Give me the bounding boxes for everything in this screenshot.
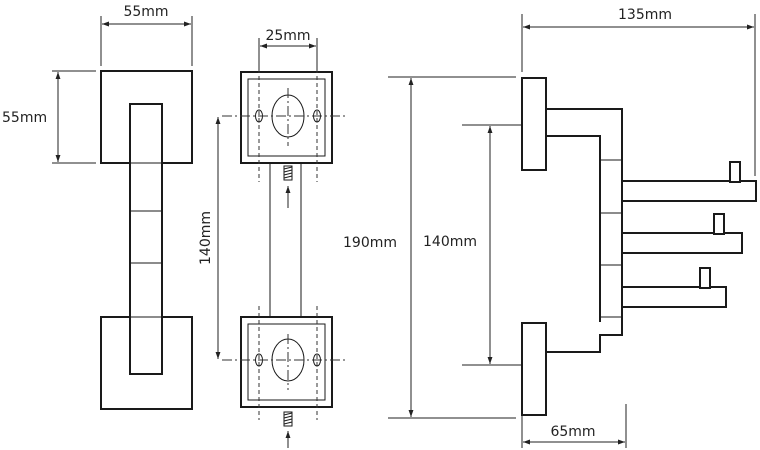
dim-base-depth-label: 65mm [550, 424, 595, 440]
hook-rod-middle [621, 232, 743, 254]
swing-arm-frame-inner [546, 135, 601, 322]
mount-top-plate-inner [247, 78, 326, 157]
front-arm-column [129, 103, 163, 375]
screw-thread [283, 172, 293, 176]
dim-hole-spacing-label: 25mm [265, 28, 310, 44]
mount-bottom-plate [240, 316, 333, 408]
mounting-view: 25mm 140mm [198, 28, 348, 448]
screw-thread [283, 421, 293, 425]
side-top-plate [521, 77, 547, 171]
screw-thread [283, 415, 293, 419]
mount-bottom-plate-inner [247, 323, 326, 401]
hook-pin-middle [713, 213, 725, 235]
dim-front-height-label: 55mm [2, 110, 47, 126]
screw-thread [283, 169, 293, 173]
swing-arm-frame [546, 108, 623, 353]
screw-thread [283, 166, 293, 170]
screw-thread [283, 418, 293, 422]
dim-front-width-label: 55mm [123, 4, 168, 20]
hook-rod-bottom [621, 286, 727, 308]
dim-side-spacing-label: 140mm [423, 234, 477, 250]
hook-pin-bottom [699, 267, 711, 289]
dim-side-depth-label: 135mm [618, 7, 672, 23]
side-view: 190mm 140mm 135mm 65mm [343, 7, 757, 448]
screw-thread [283, 412, 293, 416]
screw-thread [283, 175, 293, 179]
hook-pin-top [729, 161, 741, 183]
dim-total-height-label: 190mm [343, 235, 397, 251]
dim-mount-spacing-label: 140mm [198, 211, 214, 265]
side-bottom-plate [521, 322, 547, 416]
mount-top-plate [240, 71, 333, 164]
hook-rod-top [621, 180, 757, 202]
front-view: 55mm 55mm [2, 4, 193, 410]
